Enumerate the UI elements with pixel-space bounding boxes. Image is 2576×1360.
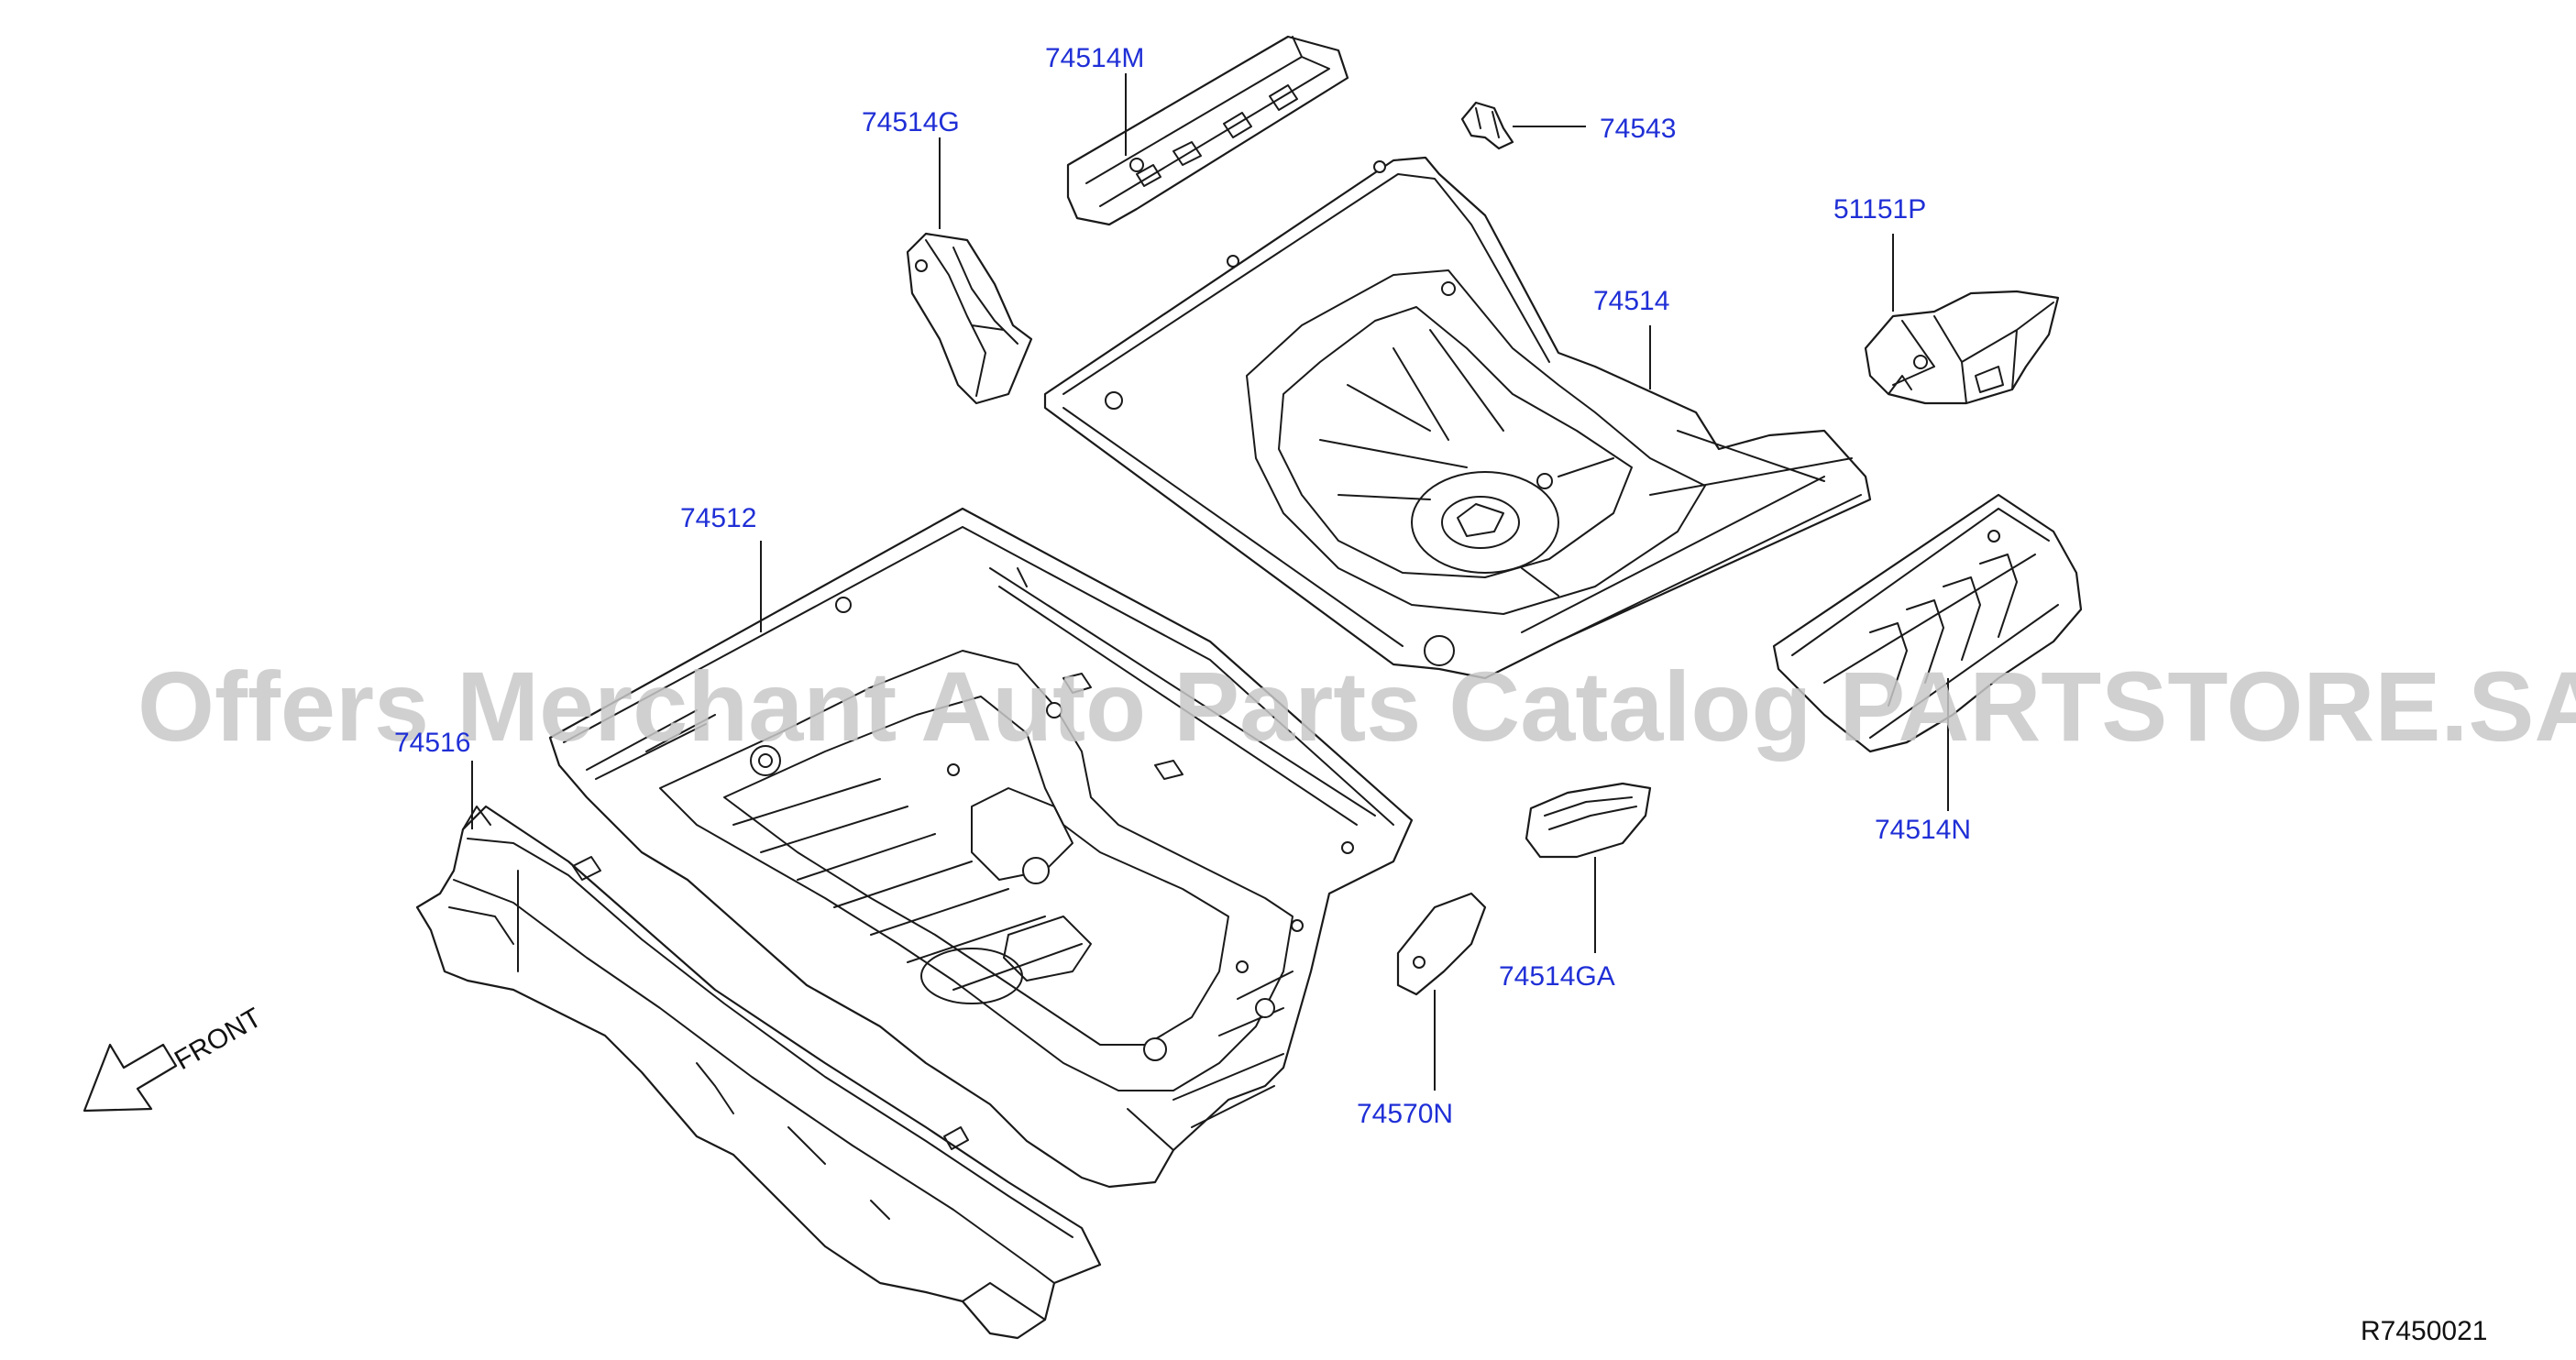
part-74516-drawing[interactable] bbox=[415, 805, 1102, 1340]
label-74514[interactable]: 74514 bbox=[1593, 286, 1669, 316]
label-74516[interactable]: 74516 bbox=[394, 728, 470, 758]
part-74514N-drawing[interactable] bbox=[1772, 493, 2083, 753]
part-labels: 74514M 74514G 74543 51151P 74514 74512 7… bbox=[394, 43, 1971, 1129]
watermark-text: Offers Merchant Auto Parts Catalog PARTS… bbox=[138, 651, 2576, 762]
label-74514N[interactable]: 74514N bbox=[1875, 815, 1971, 845]
diagram-reference-code: R7450021 bbox=[2361, 1316, 2487, 1346]
part-74514GA-drawing[interactable] bbox=[1525, 782, 1652, 859]
label-74514M[interactable]: 74514M bbox=[1045, 43, 1144, 73]
part-51151P-drawing[interactable] bbox=[1864, 290, 2060, 405]
label-74514G[interactable]: 74514G bbox=[862, 107, 960, 137]
part-74512-drawing[interactable] bbox=[548, 507, 1414, 1189]
label-74512[interactable]: 74512 bbox=[680, 503, 756, 533]
part-74543-drawing[interactable] bbox=[1460, 101, 1514, 150]
label-74514GA[interactable]: 74514GA bbox=[1499, 961, 1615, 992]
front-arrow-icon bbox=[83, 1043, 178, 1113]
part-74514-drawing[interactable] bbox=[1043, 156, 1872, 680]
label-51151P[interactable]: 51151P bbox=[1833, 194, 1926, 225]
label-74543[interactable]: 74543 bbox=[1600, 114, 1676, 144]
part-74514G-drawing[interactable] bbox=[906, 232, 1033, 405]
part-74514M-drawing[interactable] bbox=[1066, 35, 1349, 226]
part-74570N-drawing[interactable] bbox=[1396, 892, 1487, 996]
front-label: FRONT bbox=[170, 1003, 267, 1076]
label-74570N[interactable]: 74570N bbox=[1357, 1099, 1453, 1129]
leader-lines bbox=[471, 73, 1949, 1091]
front-indicator: FRONT bbox=[83, 1003, 267, 1113]
